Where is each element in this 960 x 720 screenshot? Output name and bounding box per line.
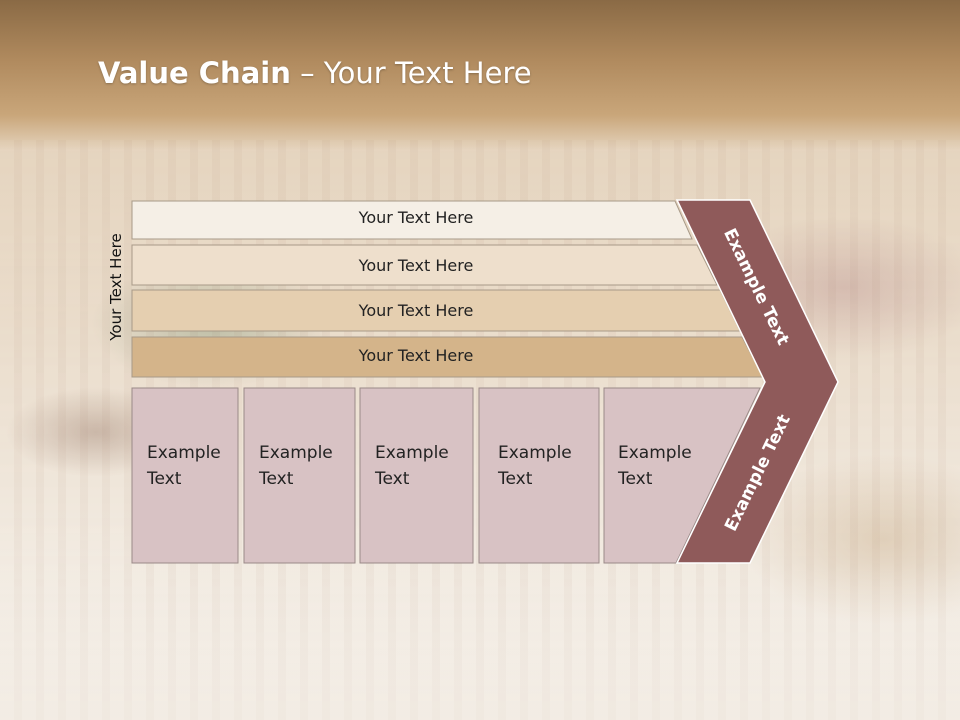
bar-2-shape	[131, 244, 718, 286]
bar-2-label: Your Text Here	[358, 256, 474, 275]
column-1-shape	[131, 387, 239, 564]
slide-title: Value Chain – Your Text Here	[98, 56, 532, 90]
bar-1-label: Your Text Here	[358, 208, 474, 227]
bar-1-shape	[131, 200, 693, 240]
chevron-shape	[675, 199, 839, 564]
reflection-fade	[0, 565, 960, 720]
bar-3-label: Your Text Here	[358, 301, 474, 320]
bar-4-label: Your Text Here	[358, 346, 474, 365]
column-2-shape	[243, 387, 356, 564]
column-4-shape	[478, 387, 600, 564]
column-5-shape	[603, 387, 761, 564]
column-3-shape	[359, 387, 474, 564]
